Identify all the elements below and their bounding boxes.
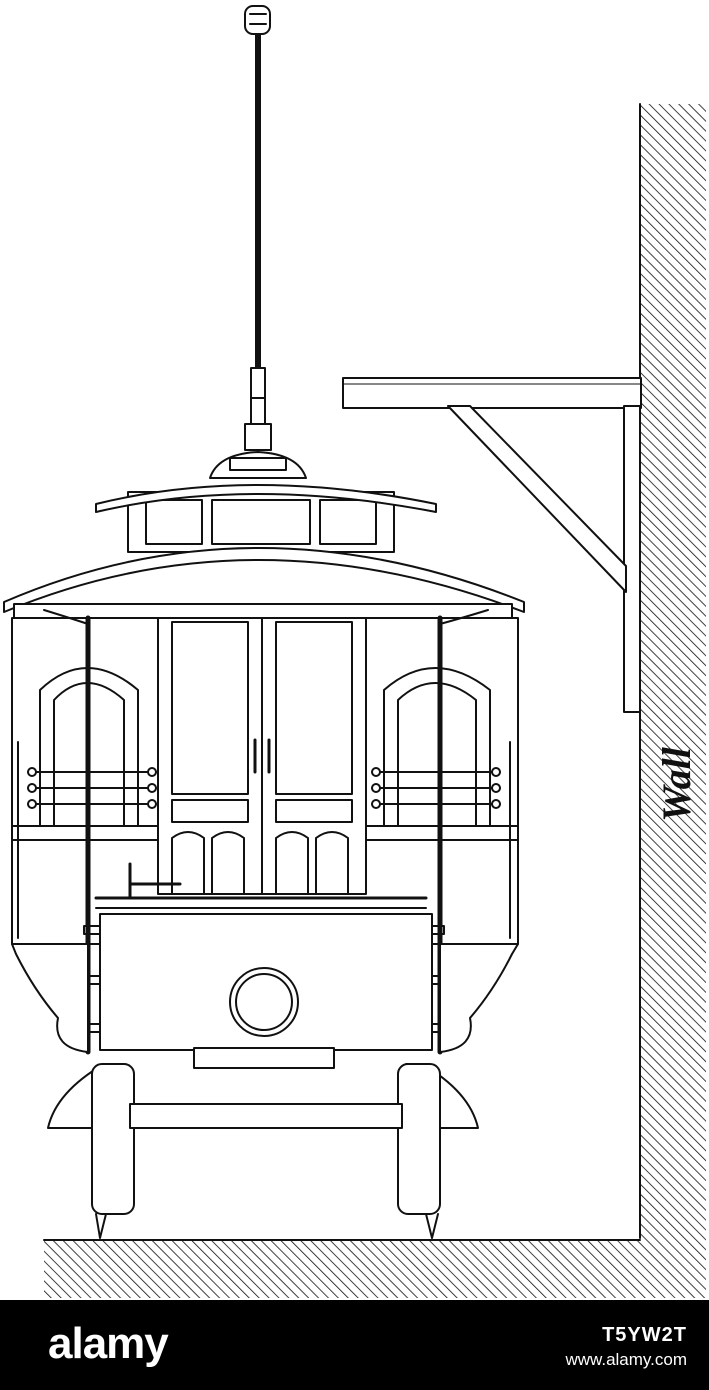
trolley-car-engraving: Wall — [3, 5, 706, 1298]
main-roof — [3, 547, 525, 619]
watermark-footer: alamy T5YW2T www.alamy.com — [0, 1300, 709, 1390]
pole-base — [209, 451, 307, 479]
dash-panel — [94, 862, 433, 1069]
window-rails — [17, 741, 511, 939]
ground-hatched — [43, 1239, 706, 1298]
wall-hatched — [639, 103, 706, 1240]
trolley-pole — [244, 5, 272, 451]
image-id: T5YW2T — [602, 1324, 687, 1346]
wall-bracket — [342, 377, 642, 713]
center-doors — [157, 617, 367, 895]
wall-label: Wall — [654, 746, 699, 822]
truck-wheels — [47, 1063, 479, 1239]
alamy-logo: alamy — [48, 1319, 169, 1368]
clerestory — [95, 484, 437, 553]
site-url: www.alamy.com — [565, 1350, 687, 1369]
body-skirts — [11, 943, 519, 1053]
